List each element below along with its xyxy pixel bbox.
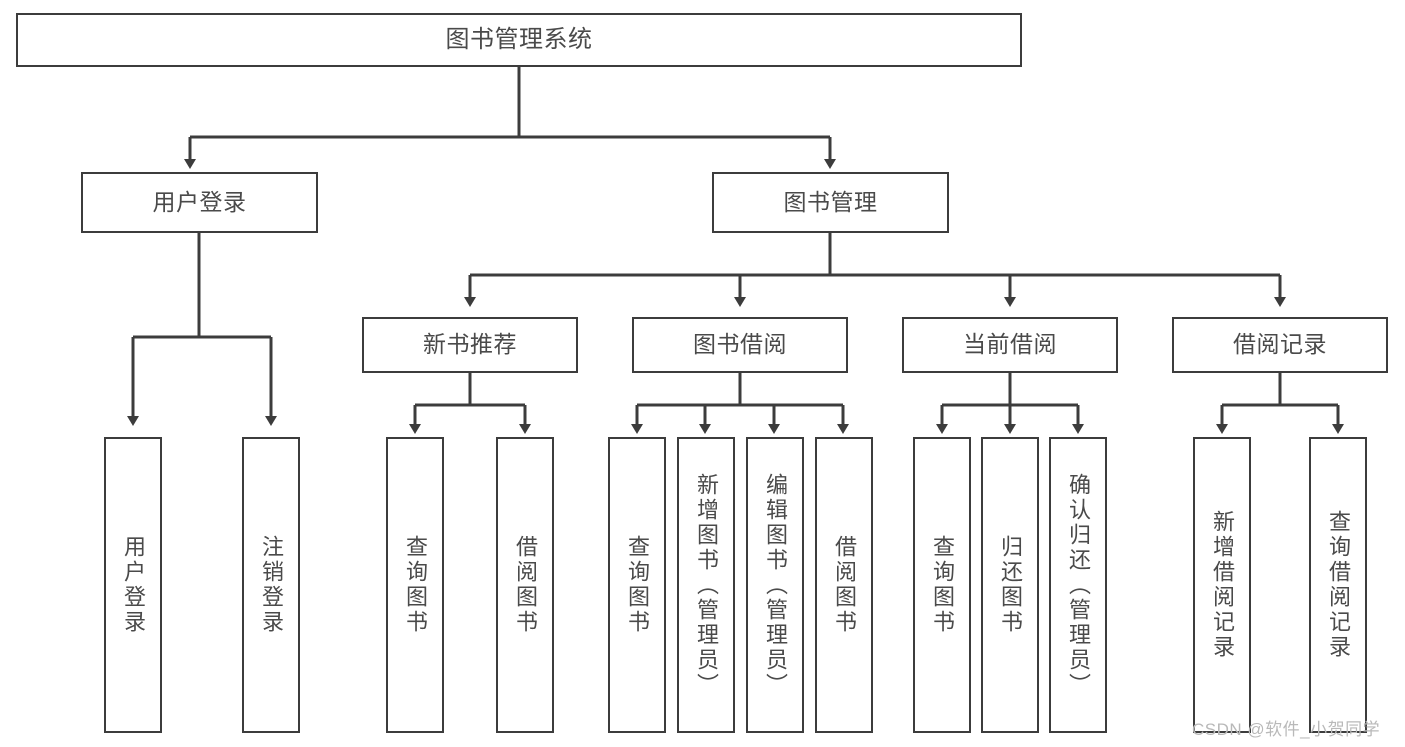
leaf-book-borrow-query-book[interactable]: 查询图书 — [608, 437, 666, 733]
node-label: 编辑图书（管理员） — [763, 472, 788, 698]
leaf-book-borrow-add-book-admin[interactable]: 新增图书（管理员） — [677, 437, 735, 733]
node-label: 查询图书 — [930, 535, 955, 635]
node-label: 用户登录 — [121, 535, 146, 635]
node-label: 新增借阅记录 — [1210, 510, 1235, 660]
node-root-book-management-system[interactable]: 图书管理系统 — [16, 13, 1022, 67]
node-label: 查询图书 — [625, 535, 650, 635]
node-label: 图书管理系统 — [445, 25, 593, 53]
node-label: 图书管理 — [783, 188, 878, 215]
csdn-watermark: CSDN @软件_小贺同学 — [1192, 720, 1381, 739]
leaf-book-borrow-borrow-book[interactable]: 借阅图书 — [815, 437, 873, 733]
node-label: 用户登录 — [152, 188, 247, 215]
leaf-user-login-logout[interactable]: 注销登录 — [242, 437, 300, 733]
leaf-borrow-record-add-record[interactable]: 新增借阅记录 — [1193, 437, 1251, 733]
node-label: 查询图书 — [403, 535, 428, 635]
node-label: 注销登录 — [259, 535, 284, 635]
node-book-borrow[interactable]: 图书借阅 — [632, 317, 848, 373]
node-borrow-record[interactable]: 借阅记录 — [1172, 317, 1388, 373]
node-label: 确认归还（管理员） — [1066, 472, 1091, 698]
leaf-new-book-borrow-book[interactable]: 借阅图书 — [496, 437, 554, 733]
node-user-login[interactable]: 用户登录 — [81, 172, 318, 233]
leaf-new-book-query-book[interactable]: 查询图书 — [386, 437, 444, 733]
node-current-borrow[interactable]: 当前借阅 — [902, 317, 1118, 373]
leaf-user-login-login[interactable]: 用户登录 — [104, 437, 162, 733]
node-label: 新书推荐 — [423, 331, 517, 358]
node-label: 当前借阅 — [963, 331, 1057, 358]
node-label: 借阅图书 — [832, 535, 857, 635]
node-new-book-recommend[interactable]: 新书推荐 — [362, 317, 578, 373]
node-label: 借阅记录 — [1233, 331, 1327, 358]
leaf-borrow-record-query-record[interactable]: 查询借阅记录 — [1309, 437, 1367, 733]
node-label: 归还图书 — [998, 535, 1023, 635]
leaf-current-borrow-query-book[interactable]: 查询图书 — [913, 437, 971, 733]
leaf-current-borrow-return-book[interactable]: 归还图书 — [981, 437, 1039, 733]
node-book-management[interactable]: 图书管理 — [712, 172, 949, 233]
node-label: 新增图书（管理员） — [694, 472, 719, 698]
node-label: 图书借阅 — [693, 331, 787, 358]
node-label: 查询借阅记录 — [1326, 510, 1351, 660]
leaf-current-borrow-confirm-return-admin[interactable]: 确认归还（管理员） — [1049, 437, 1107, 733]
node-label: 借阅图书 — [513, 535, 538, 635]
leaf-book-borrow-edit-book-admin[interactable]: 编辑图书（管理员） — [746, 437, 804, 733]
